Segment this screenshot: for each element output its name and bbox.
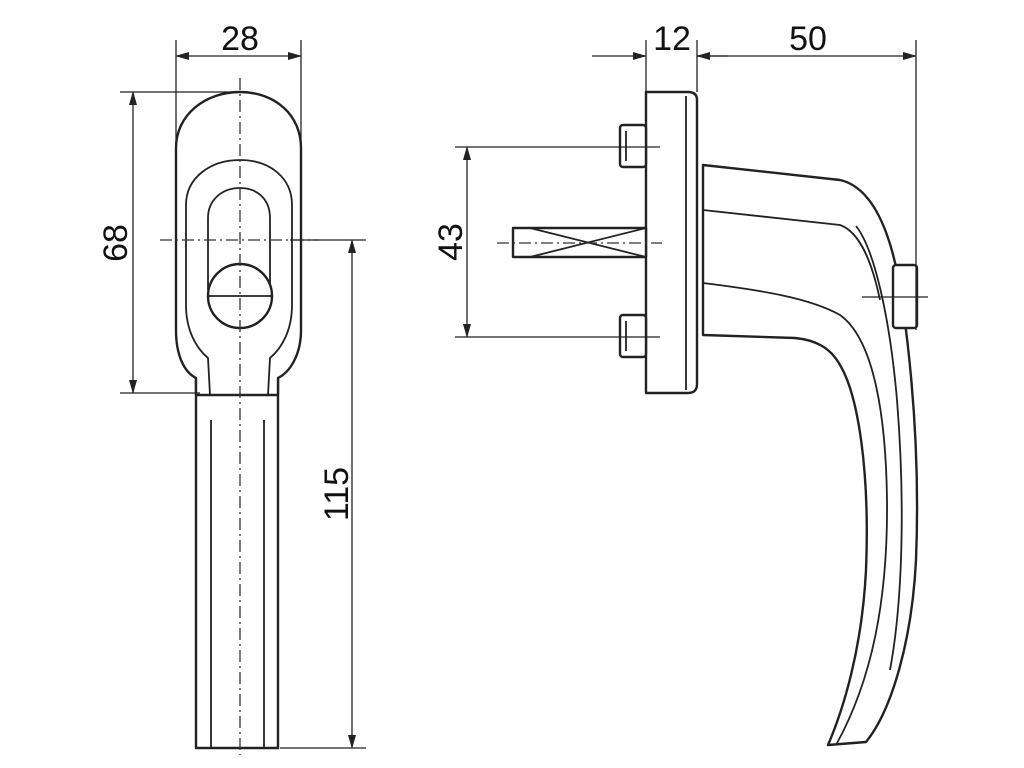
dim-50-label: 50 — [789, 20, 827, 58]
front-view: 28 68 115 — [97, 20, 366, 755]
dim-68-label: 68 — [97, 224, 135, 262]
screw-top — [618, 123, 648, 169]
rosette-outline — [174, 90, 303, 397]
dim-43-label: 43 — [432, 223, 470, 261]
dim-115-label: 115 — [318, 467, 356, 521]
rosette-neck-contour — [185, 159, 293, 396]
dim-28-label: 28 — [221, 20, 259, 58]
handle-contour-upper — [702, 209, 881, 301]
base-plate — [644, 90, 699, 395]
side-view: 43 12 50 — [432, 20, 928, 747]
screw-bottom — [618, 313, 648, 359]
rosette-slot — [207, 187, 271, 290]
handle-contour-middle — [702, 282, 888, 746]
dim-12-label: 12 — [653, 20, 691, 58]
handle-contour-inner — [855, 225, 903, 671]
